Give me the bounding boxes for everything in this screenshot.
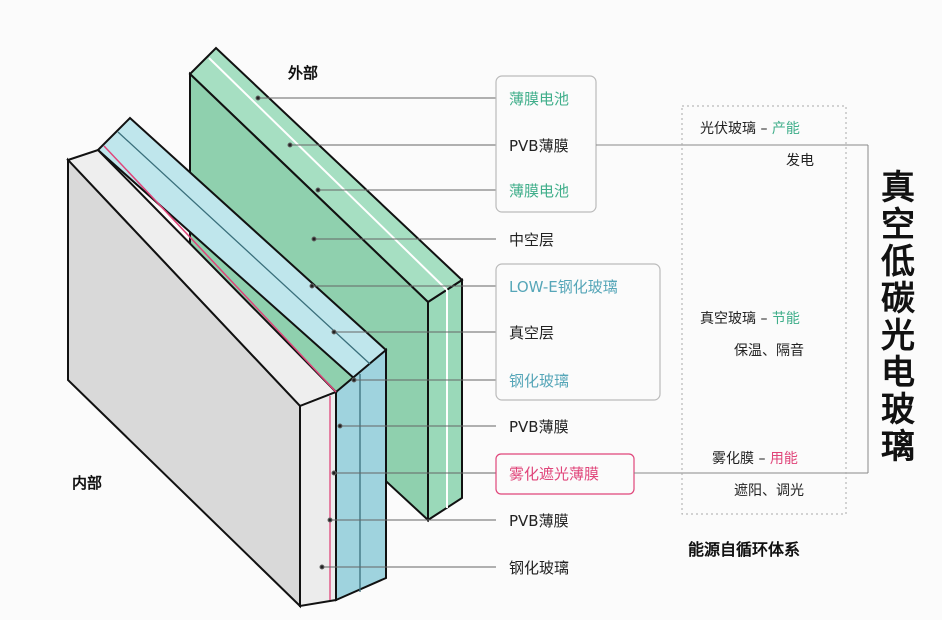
bracket-vacuum bbox=[495, 263, 661, 401]
system-film-role: 用能 bbox=[769, 451, 798, 467]
system-film-dash: – bbox=[754, 451, 770, 467]
bracket-pv bbox=[495, 75, 597, 213]
layer-label-9: 雾化遮光薄膜 bbox=[509, 465, 600, 483]
layer-label-8: PVB薄膜 bbox=[509, 418, 569, 436]
inside-label: 内部 bbox=[72, 474, 103, 492]
system-vacuum-role: 节能 bbox=[771, 311, 800, 327]
layer-label-10: PVB薄膜 bbox=[509, 512, 569, 530]
vertical-title: 真空低碳光电玻璃 bbox=[881, 168, 915, 467]
system-pv-dash: – bbox=[756, 121, 772, 137]
system-footer: 能源自循环体系 bbox=[688, 540, 801, 559]
layer-label-4: 中空层 bbox=[509, 231, 555, 249]
system-pv-name: 光伏玻璃 bbox=[700, 121, 756, 137]
system-film-name: 雾化膜 bbox=[712, 451, 754, 467]
system-film-desc: 遮阳、调光 bbox=[734, 483, 804, 499]
layer-label-2: PVB薄膜 bbox=[509, 137, 569, 155]
layer-label-3: 薄膜电池 bbox=[509, 182, 570, 200]
system-pv-role: 产能 bbox=[771, 121, 800, 137]
system-pv-desc: 发电 bbox=[786, 153, 814, 169]
system-film: 雾化膜 – 用能 bbox=[712, 450, 798, 468]
gray-pane-edge bbox=[299, 390, 337, 608]
blue-pane-front bbox=[335, 347, 387, 602]
layer-label-11: 钢化玻璃 bbox=[509, 559, 570, 577]
system-vacuum-dash: – bbox=[756, 311, 772, 327]
layer-label-7: 钢化玻璃 bbox=[509, 372, 570, 390]
system-vacuum-name: 真空玻璃 bbox=[700, 311, 756, 327]
system-vacuum-desc: 保温、隔音 bbox=[734, 343, 804, 359]
system-vacuum: 真空玻璃 – 节能 bbox=[700, 310, 800, 328]
bracket-film bbox=[495, 453, 635, 495]
layer-label-5: LOW-E钢化玻璃 bbox=[509, 278, 618, 296]
outer-pane-front bbox=[427, 278, 463, 522]
blue-line-a bbox=[117, 131, 371, 365]
system-pv: 光伏玻璃 – 产能 bbox=[700, 120, 800, 138]
layer-label-6: 真空层 bbox=[509, 324, 555, 342]
outer-white-line-1 bbox=[208, 57, 448, 291]
pink-film-line bbox=[103, 145, 337, 393]
layer-label-1: 薄膜电池 bbox=[509, 90, 570, 108]
outside-label: 外部 bbox=[288, 64, 319, 82]
system-box bbox=[681, 105, 847, 515]
